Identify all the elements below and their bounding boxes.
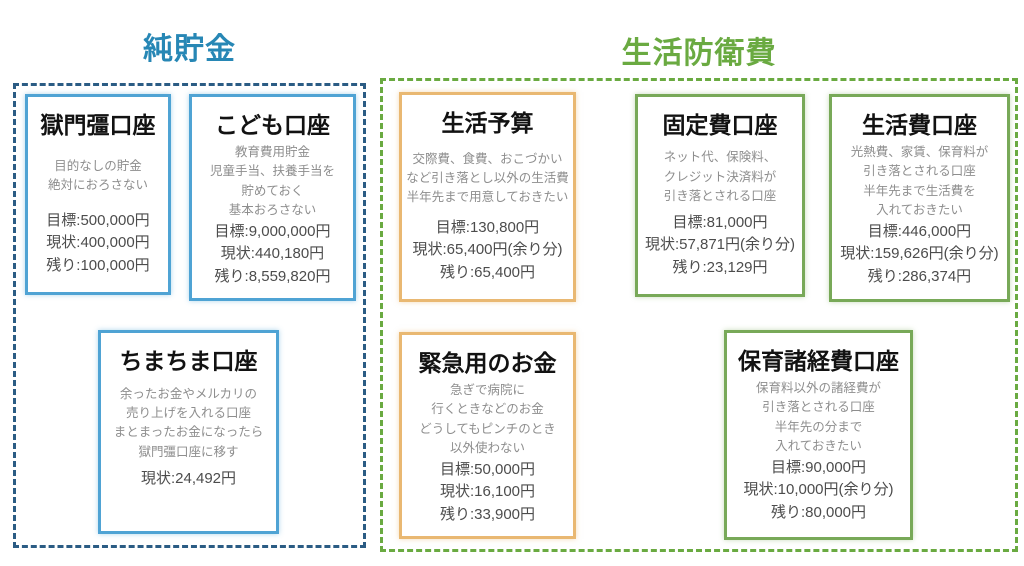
description-line: 半年先の分まで: [774, 419, 863, 434]
description-line: 目的なしの貯金: [54, 158, 142, 173]
stat-line: 現状:65,400円(余り分): [412, 241, 563, 258]
section-title-living-defense-fund: 生活防衛費: [621, 37, 777, 70]
card-description: ネット代、保険料、クレジット決済料が引き落とされる口座: [664, 143, 777, 211]
description-line: クレジット決済料が: [663, 169, 777, 184]
card-title: 緊急用のお金: [418, 350, 557, 376]
description-line: など引き落とし以外の生活費: [406, 171, 569, 186]
description-line: 貯めておく: [241, 183, 304, 198]
card-title: ちまちま口座: [119, 348, 258, 374]
stat-line: 目標:9,000,000円: [214, 222, 331, 240]
card-stats: 目標:9,000,000円現状:440,180円残り:8,559,820円: [215, 221, 331, 289]
stat-line: 現状:440,180円: [220, 245, 325, 263]
stat-line: 現状:57,871円(余り分): [644, 236, 796, 253]
stat-line: 残り:65,400円: [439, 263, 536, 281]
description-line: 以外使わない: [449, 441, 525, 456]
stat-line: 目標:130,800円: [435, 218, 540, 236]
card-description: 教育費用貯金児童手当、扶養手当を貯めておく基本おろさない: [210, 143, 335, 221]
stat-line: 残り:33,900円: [439, 505, 536, 523]
stat-line: 現状:400,000円: [46, 234, 150, 251]
card-living-budget: 生活予算 交際費、食費、おこづかいなど引き落とし以外の生活費半年先まで用意してお…: [399, 92, 576, 302]
card-stats: 目標:130,800円現状:65,400円(余り分) 残り:65,400円: [412, 217, 562, 285]
description-line: 半年先まで用意しておきたい: [406, 190, 569, 205]
description-line: 引き落とされる口座: [663, 188, 777, 203]
card-stats: 目標:446,000円現状:159,626円(余り分) 残り:286,374円: [840, 221, 998, 289]
description-line: ネット代、保険料、: [663, 150, 777, 165]
card-description: 目的なしの貯金絶対におろさない: [48, 143, 148, 209]
pure-savings-group-box: [13, 83, 366, 548]
description-line: 売り上げを入れる口座: [125, 405, 251, 420]
card-description: 保育料以外の諸経費が引き落とされる口座半年先の分まで入れておきたい: [756, 379, 881, 457]
section-title-pure-savings: 純貯金: [143, 33, 236, 66]
description-line: 絶対におろさない: [47, 178, 148, 193]
stat-line: 目標:446,000円: [867, 222, 972, 240]
card-stats: 現状:24,492円: [141, 468, 236, 491]
description-line: 急ぎで病院に: [449, 383, 525, 398]
card-chimachima-account: ちまちま口座 余ったお金やメルカリの売り上げを入れる口座まとまったお金になったら…: [98, 330, 279, 534]
card-title: 保育諸経費口座: [738, 348, 899, 374]
living-defense-group-box: [380, 78, 1018, 552]
description-line: 余ったお金やメルカリの: [119, 386, 258, 401]
card-description: 余ったお金やメルカリの売り上げを入れる口座まとまったお金になったら獄門彊口座に移…: [114, 379, 264, 467]
card-description: 交際費、食費、おこづかいなど引き落とし以外の生活費半年先まで用意しておきたい: [406, 141, 569, 216]
stat-line: 目標:81,000円: [672, 213, 768, 231]
card-description: 急ぎで病院に行くときなどのお金どうしてもピンチのとき以外使わない: [419, 381, 556, 459]
description-line: 保育料以外の諸経費が: [755, 381, 881, 396]
card-description: 光熱費、家賃、保育料が引き落とされる口座半年先まで生活費を入れておきたい: [851, 143, 989, 221]
stat-line: 現状:24,492円: [140, 469, 237, 487]
description-line: 半年先まで生活費を: [863, 183, 976, 198]
stat-line: 目標:50,000円: [439, 460, 536, 478]
card-title: 固定費口座: [662, 112, 778, 138]
card-stats: 目標:90,000円現状:10,000円(余り分) 残り:80,000円: [743, 457, 893, 525]
card-emergency-money: 緊急用のお金 急ぎで病院に行くときなどのお金どうしてもピンチのとき以外使わない …: [399, 332, 576, 539]
card-kodomo-account: こども口座 教育費用貯金児童手当、扶養手当を貯めておく基本おろさない 目標:9,…: [189, 94, 356, 301]
description-line: 引き落とされる口座: [863, 164, 976, 179]
card-title: こども口座: [215, 112, 330, 138]
stat-line: 目標:90,000円: [770, 458, 867, 476]
description-line: 教育費用貯金: [234, 145, 310, 160]
stat-line: 残り:80,000円: [770, 503, 867, 521]
card-stats: 目標:50,000円現状:16,100円残り:33,900円: [440, 459, 535, 527]
stat-line: 現状:159,626円(余り分): [840, 245, 999, 263]
card-gokumonkyo-account: 獄門彊口座 目的なしの貯金絶対におろさない 目標:500,000円現状:400,…: [25, 94, 171, 295]
description-line: どうしてもピンチのとき: [419, 421, 556, 436]
stat-line: 目標:500,000円: [46, 211, 150, 229]
card-living-costs-account: 生活費口座 光熱費、家賃、保育料が引き落とされる口座半年先まで生活費を入れておき…: [829, 94, 1010, 302]
card-stats: 目標:81,000円現状:57,871円(余り分) 残り:23,129円: [645, 212, 795, 280]
stat-line: 現状:10,000円(余り分): [743, 481, 894, 499]
stat-line: 残り:8,559,820円: [214, 267, 331, 285]
description-line: 行くときなどのお金: [431, 402, 544, 417]
description-line: 基本おろさない: [228, 203, 317, 218]
card-title: 獄門彊口座: [40, 112, 156, 138]
stat-line: 現状:16,100円: [439, 483, 536, 501]
description-line: 入れておきたい: [876, 203, 963, 218]
description-line: 引き落とされる口座: [762, 400, 875, 415]
description-line: 児童手当、扶養手当を: [209, 164, 335, 179]
description-line: 光熱費、家賃、保育料が: [850, 145, 989, 160]
card-stats: 目標:500,000円現状:400,000円残り:100,000円: [46, 210, 149, 278]
description-line: 獄門彊口座に移す: [138, 444, 239, 459]
card-fixed-costs-account: 固定費口座 ネット代、保険料、クレジット決済料が引き落とされる口座 目標:81,…: [635, 94, 805, 297]
description-line: 入れておきたい: [775, 439, 862, 454]
stat-line: 残り:100,000円: [46, 256, 150, 274]
description-line: 交際費、食費、おこづかい: [412, 151, 563, 166]
card-childcare-expenses-account: 保育諸経費口座 保育料以外の諸経費が引き落とされる口座半年先の分まで入れておきた…: [724, 330, 913, 540]
stat-line: 残り:286,374円: [867, 267, 972, 285]
stat-line: 残り:23,129円: [672, 258, 768, 276]
card-title: 生活予算: [441, 110, 534, 136]
description-line: まとまったお金になったら: [113, 425, 264, 440]
card-title: 生活費口座: [862, 112, 977, 138]
